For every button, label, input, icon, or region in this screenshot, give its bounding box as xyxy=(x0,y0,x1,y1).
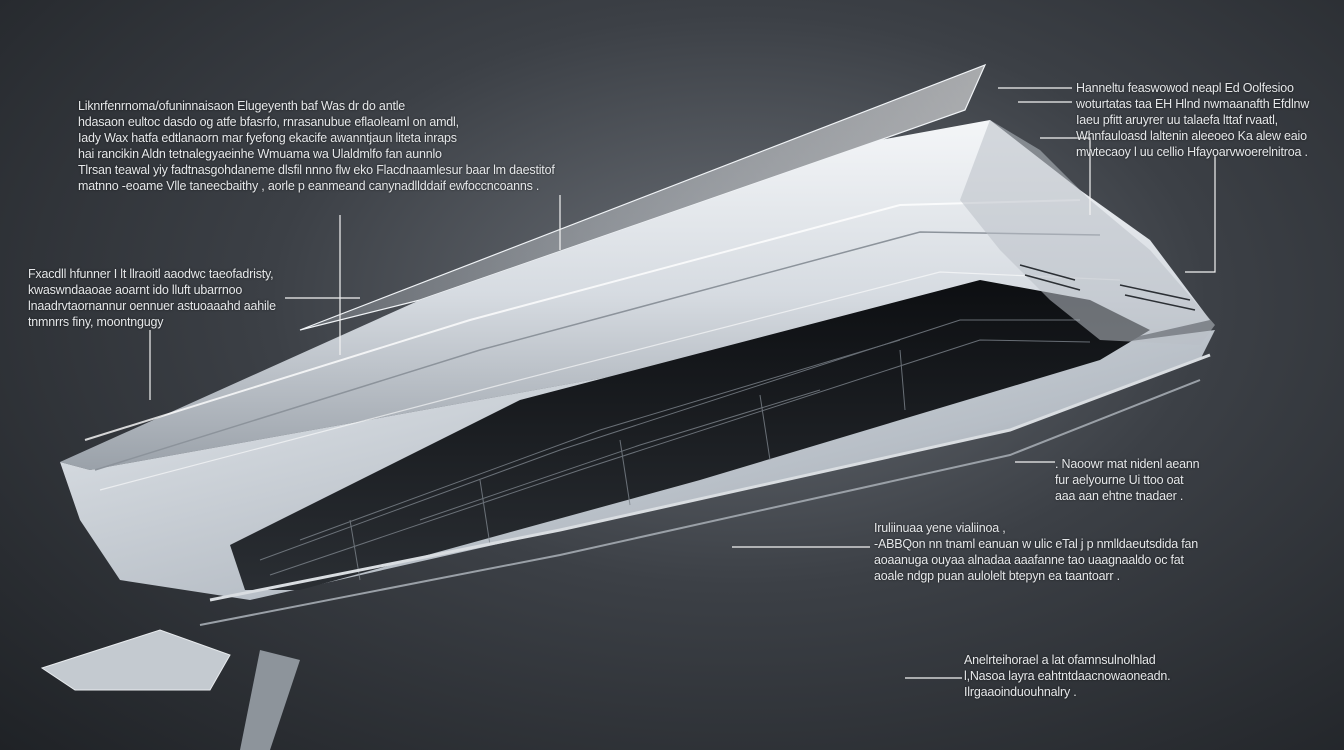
lower-rail xyxy=(199,379,1201,626)
callout-line: Ilrgaaoinduouhnalry . xyxy=(964,685,1077,699)
callout-line: lnaadrvtaornannur oennuer astuoaaahd aah… xyxy=(28,299,276,313)
callout-line: tnmnrrs finy, moontngugy xyxy=(28,315,164,329)
rear-strut xyxy=(240,650,300,750)
callout-line: Anelrteihorael a lat ofamnsulnolhlad xyxy=(964,653,1156,667)
callout-line: hai rancikin Aldn tetnalegyaeinhe Wmuama… xyxy=(78,147,442,161)
front-nose xyxy=(960,120,1215,345)
callout-line: aaa aan ehtne tnadaer . xyxy=(1055,489,1184,503)
callout-mid-right: . Naoowr mat nidenl aeann fur aelyourne … xyxy=(1055,456,1200,504)
callout-line: matnno -eoame Vlle taneecbaithy , aorle … xyxy=(78,179,540,193)
callout-line: Tlrsan teawal yiy fadtnasgohdaneme dlsfi… xyxy=(78,163,555,177)
callout-top-right: Hanneltu feaswowod neapl Ed Oolfesioo wo… xyxy=(1076,80,1309,160)
callout-mid-left: Fxacdll hfunner I lt llraoitl aaodwc tae… xyxy=(28,266,276,330)
lower-rail xyxy=(209,353,1211,602)
callout-line: aoale ndgp puan aulolelt btepyn ea taant… xyxy=(874,569,1120,583)
callout-line: Iaeu pfitt aruyrer uu talaefa lttaf rvaa… xyxy=(1076,113,1278,127)
callout-line: aoaanuga ouyaa alnadaa aaafanne tao uaag… xyxy=(874,553,1184,567)
callout-line: woturtatas taa EH Hlnd nwmaanafth Efdlnw xyxy=(1076,97,1310,111)
canopy-glass xyxy=(299,63,987,331)
callout-line: Iruliinuaa yene vialiinoa , xyxy=(874,521,1006,535)
rear-skid xyxy=(40,629,231,691)
leader-lines xyxy=(149,87,1216,679)
callout-bottom-right: Anelrteihorael a lat ofamnsulnolhlad l,N… xyxy=(964,652,1171,700)
callout-line: kwaswndaaoae aoarnt ido lluft ubarrnoo xyxy=(28,283,243,297)
callout-line: hdasaon eultoc dasdo og atfe bfasrfo, rn… xyxy=(78,115,459,129)
front-vents xyxy=(1019,264,1196,311)
callout-line: Iady Wax hatfa edtlanaorn mar fyefong ek… xyxy=(78,131,457,145)
callout-line: fur aelyourne Ui ttoo oat xyxy=(1055,473,1184,487)
callout-line: . Naoowr mat nidenl aeann xyxy=(1055,457,1200,471)
callout-line: Whnfauloasd laltenin aleeoeo Ka alew eai… xyxy=(1076,129,1307,143)
callout-line: Fxacdll hfunner I lt llraoitl aaodwc tae… xyxy=(28,267,274,281)
callout-line: mwtecaoy l uu cellio Hfayoarvwoerelnitro… xyxy=(1076,145,1308,159)
callout-line: Hanneltu feaswowod neapl Ed Oolfesioo xyxy=(1076,81,1294,95)
internal-cavity xyxy=(230,280,1150,590)
hull-top xyxy=(60,120,1210,470)
callout-line: Liknrfenrnoma/ofuninnaisaon Elugeyenth b… xyxy=(78,99,406,113)
callout-line: -ABBQon nn tnaml eanuan w ulic eTal j p … xyxy=(874,537,1199,551)
internal-structure xyxy=(259,319,1091,581)
callout-lower-right: Iruliinuaa yene vialiinoa , -ABBQon nn t… xyxy=(874,520,1198,584)
callout-top-left: Liknrfenrnoma/ofuninnaisaon Elugeyenth b… xyxy=(78,98,555,194)
callout-line: l,Nasoa layra eahtntdaacnowaoneadn. xyxy=(964,669,1171,683)
